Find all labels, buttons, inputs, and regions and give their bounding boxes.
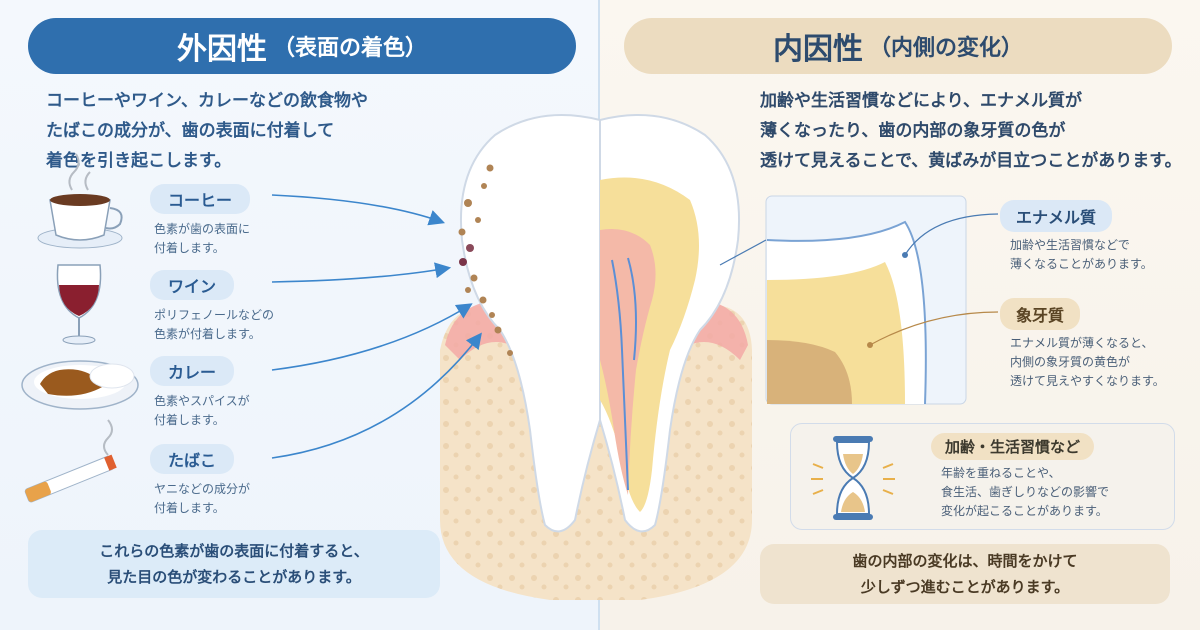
cause-wine: ワイン ポリフェノールなどの 色素が付着します。 (150, 270, 430, 344)
aging-label: 加齢・生活習慣など (931, 433, 1095, 460)
cause-desc: 色素が歯の表面に 付着します。 (154, 222, 251, 255)
hourglass-icon (811, 436, 895, 520)
cause-desc: ヤニなどの成分が 付着します。 (154, 482, 251, 515)
intrinsic-intro: 加齢や生活習慣などにより、エナメル質が 薄くなったり、歯の内部の象牙質の色が 透… (760, 91, 1182, 171)
dentin-label: 象牙質 (1000, 298, 1081, 330)
cause-label: たばこ (150, 444, 235, 474)
aging-box: 加齢・生活習慣など 年齢を重ねることや、 食生活、歯ぎしりなどの影響で 変化が起… (790, 423, 1175, 530)
dentin-desc: エナメル質が薄くなると、 内側の象牙質の黄色が 透けて見えやすくなります。 (1010, 336, 1165, 388)
tooth-left-half (460, 114, 600, 533)
cause-desc: ポリフェノールなどの 色素が付着します。 (154, 308, 275, 341)
intrinsic-note: 歯の内部の変化は、時間をかけて 少しずつ進むことがあります。 (760, 544, 1170, 604)
stain-arrows (271, 194, 482, 459)
intrinsic-title-bar: 内因性 （内側の変化） (624, 18, 1172, 74)
intrinsic-title: 内因性 (772, 32, 863, 67)
cause-desc: 色素やスパイスが 付着します。 (154, 394, 250, 427)
cause-tobacco: たばこ ヤニなどの成分が 付着します。 (150, 444, 430, 518)
extrinsic-title-bar: 外因性 （表面の着色） (28, 18, 576, 74)
enamel-label: エナメル質 (1000, 200, 1113, 232)
cause-label: カレー (150, 356, 235, 386)
cause-curry: カレー 色素やスパイスが 付着します。 (150, 356, 430, 430)
cause-coffee: コーヒー 色素が歯の表面に 付着します。 (150, 184, 430, 258)
cause-label: ワイン (150, 270, 235, 300)
extrinsic-intro: コーヒーやワイン、カレーなどの飲食物や たばこの成分が、歯の表面に付着して 着色… (46, 91, 368, 171)
intrinsic-subtitle: （内側の変化） (868, 36, 1023, 61)
aging-desc: 年齢を重ねることや、 食生活、歯ぎしりなどの影響で 変化が起こることがあります。 (941, 466, 1110, 518)
cause-label: コーヒー (150, 184, 251, 214)
nerve-lines (611, 257, 637, 491)
extrinsic-subtitle: （表面の着色） (272, 36, 427, 61)
stain-dots (458, 164, 513, 356)
extrinsic-note: これらの色素が歯の表面に付着すると、 見た目の色が変わることがあります。 (28, 530, 440, 598)
tooth-pulp-section (600, 229, 656, 495)
enamel-desc: 加齢や生活習慣などで 薄くなることがあります。 (1010, 238, 1153, 271)
extrinsic-title: 外因性 (176, 32, 267, 67)
